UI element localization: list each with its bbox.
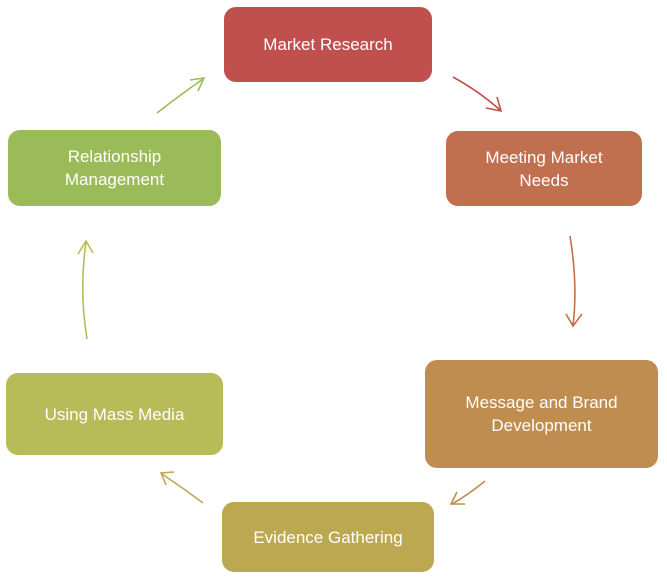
arrow-massmedia-to-relationship — [77, 239, 94, 340]
node-meeting-market-needs: Meeting Market Needs — [446, 131, 642, 206]
arrow-research-to-needs — [452, 76, 503, 113]
arrow-needs-to-message — [565, 235, 583, 328]
node-evidence-gathering: Evidence Gathering — [222, 502, 434, 572]
node-label: Using Mass Media — [44, 404, 185, 424]
node-using-mass-media: Using Mass Media — [6, 373, 223, 455]
node-market-research: Market Research — [224, 7, 432, 82]
arrow-relationship-to-research — [156, 77, 206, 114]
node-label: Message and Brand Development — [465, 393, 618, 435]
node-label: Evidence Gathering — [253, 527, 403, 547]
arrow-message-to-evidence — [449, 480, 486, 505]
arrow-evidence-to-massmedia — [159, 471, 204, 504]
node-relationship-management: Relationship Management — [8, 130, 221, 206]
node-label: Market Research — [263, 35, 393, 54]
node-label: Relationship Management — [64, 147, 165, 189]
node-message-brand-development: Message and Brand Development — [425, 360, 658, 468]
node-label: Meeting Market Needs — [485, 147, 603, 190]
